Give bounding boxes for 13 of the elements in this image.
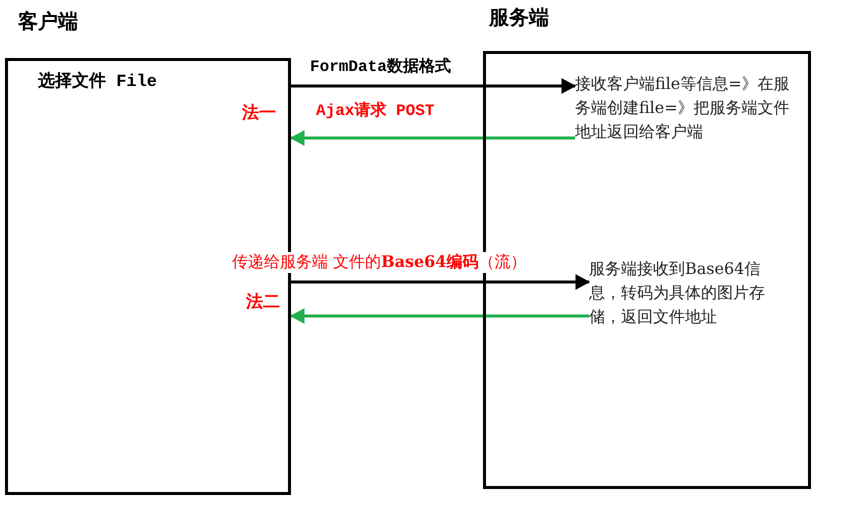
column-heading: 服务端 — [489, 4, 549, 31]
method-label: 法一 — [242, 102, 276, 124]
arrow — [291, 274, 590, 290]
arrow — [290, 130, 575, 146]
arrow — [291, 78, 576, 94]
edge-label: FormData数据格式 — [308, 56, 453, 77]
arrow — [290, 308, 589, 324]
description-text: 接收客户端file等信息=》在服务端创建file=》把服务端文件地址返回给客户端 — [575, 72, 797, 144]
panel-text: 选择文件 File — [38, 70, 158, 92]
method-label: 法二 — [246, 291, 280, 313]
edge-label: Ajax请求 POST — [314, 100, 436, 121]
description-text: 服务端接收到Base64信息，转码为具体的图片存储，返回文件地址 — [589, 257, 787, 329]
column-heading: 客户端 — [18, 8, 78, 35]
